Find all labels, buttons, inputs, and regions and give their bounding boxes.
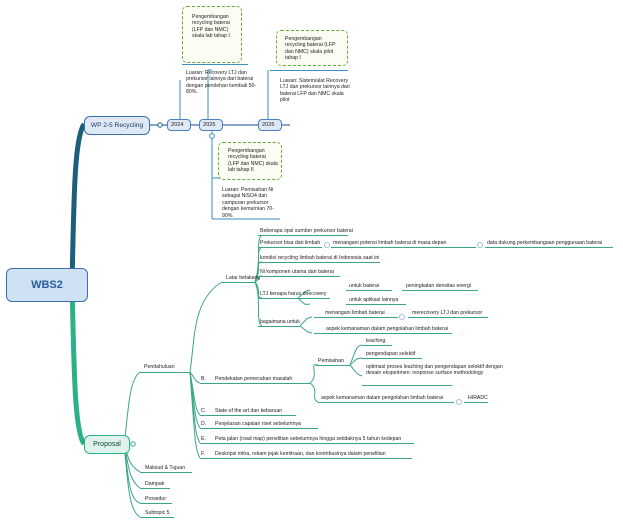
milestone-2024-output: Luaran: Recovery LTJ dan prekursor lainn…	[186, 70, 257, 96]
pemisahan-label[interactable]: Pemisahan	[318, 358, 344, 364]
year-2024-label: 2024	[171, 121, 184, 128]
latar-aspek-kemanan[interactable]: aspek kemanaman dalam pengolahan limbah …	[326, 326, 448, 332]
latar-aplikasi[interactable]: untuk aplikasi lainnya	[349, 297, 399, 303]
latar-data-dukung[interactable]: data dukung perkembangaan penggunaan bat…	[487, 240, 603, 246]
milestone-2025-output: Luaran: Pemisahan Ni sebagai NiSO4 dan c…	[222, 187, 274, 219]
year-2025[interactable]: 2025	[199, 119, 223, 131]
latar-kondisi[interactable]: kondisi recycling limbah baterai di Indo…	[260, 255, 380, 261]
year-2025-label: 2025	[203, 121, 216, 128]
root-node[interactable]: WBS2	[6, 268, 88, 302]
milestone-2026-title: Pengembangan recycling baterai (LFP dan …	[285, 36, 336, 62]
subtopic-5[interactable]: Subtopic 5	[145, 510, 170, 516]
latar-untuk-baterai[interactable]: untuk baterai	[349, 283, 379, 289]
b-label[interactable]: Pendekatan pemecahan masalah	[215, 376, 293, 382]
pendahuluan-label[interactable]: Pendahuluan	[144, 364, 175, 370]
year-2026-label: 2026	[262, 121, 275, 128]
milestone-2026-output: Luaran: Sistem/alat Recovery LTJ dan pre…	[280, 78, 350, 104]
proposal-label: Proposal	[93, 441, 121, 448]
latar-ni[interactable]: Ni komponen utama dari baterai	[260, 269, 334, 275]
c-label[interactable]: State of the art dan kebaruan	[215, 408, 283, 414]
latar-menangani-limbah[interactable]: menangani limbah baterai	[325, 310, 385, 316]
milestone-2026-box[interactable]: Pengembangan recycling baterai (LFP dan …	[276, 30, 348, 66]
latar-prekursor[interactable]: Prekursor bisa dari limbah	[260, 240, 321, 246]
milestone-2024-box[interactable]: Pengembangan recycling baterai (LFP dan …	[182, 6, 242, 63]
dampak[interactable]: Dampak	[145, 481, 165, 487]
latar-peningkatan[interactable]: peningkatan densitas energi	[406, 283, 471, 289]
milestone-2025-box[interactable]: Pengembangan recycling baterai (LFP dan …	[218, 142, 282, 180]
latar-merecovery[interactable]: merecovery LTJ dan prekursor	[412, 310, 483, 316]
maksud-tujuan[interactable]: Maksud & Tujuan	[145, 465, 186, 471]
latar-menangani-potensi[interactable]: menangani potensi limbah baterai di masa…	[333, 240, 447, 246]
year-2024[interactable]: 2024	[167, 119, 191, 131]
proposal-node[interactable]: Proposal	[84, 435, 130, 454]
milestone-2025-title: Pengembangan recycling baterai (LFP dan …	[228, 148, 278, 174]
root-label: WBS2	[31, 279, 63, 291]
b-aspek-kemanan[interactable]: aspek kemanaman dalam pengolahan limbah …	[321, 395, 443, 401]
f-label[interactable]: Deskripsi mitra, rekam jejak kemitraan, …	[215, 451, 386, 457]
latar-ltj[interactable]: LTJ kenapa harus direcovery	[260, 291, 327, 297]
hiradc-label[interactable]: HIRADC	[468, 395, 488, 401]
milestone-2024-title: Pengembangan recycling baterai (LFP dan …	[192, 14, 230, 40]
c-letter: C.	[201, 408, 207, 414]
wp-label: WP 2-5 Recycling	[90, 122, 144, 129]
pemisahan-leaching[interactable]: leaching	[366, 338, 386, 344]
e-letter: E.	[201, 436, 206, 442]
f-letter: F.	[201, 451, 206, 457]
latar-bagaimana[interactable]: bagaimana untuk	[260, 319, 300, 325]
pemisahan-pengendapan[interactable]: pengendapan selektif	[366, 351, 416, 357]
d-letter: D.	[201, 421, 207, 427]
wp-node[interactable]: WP 2-5 Recycling	[84, 116, 150, 135]
latar-label[interactable]: Latar belakang	[226, 275, 261, 281]
latar-opsi[interactable]: Beberapa opsi sumber prekursor baterai	[260, 228, 353, 234]
year-2026[interactable]: 2026	[258, 119, 282, 131]
prosedur[interactable]: Prosedur	[145, 496, 167, 502]
d-label[interactable]: Penjelasan capaian riset sebelumnya	[215, 421, 301, 427]
b-letter: B.	[201, 376, 206, 382]
pemisahan-optimasi[interactable]: optimasi proses leaching dan pengendapan…	[366, 364, 503, 377]
e-label[interactable]: Peta jalan (road map) penelitian sebelum…	[215, 436, 402, 442]
